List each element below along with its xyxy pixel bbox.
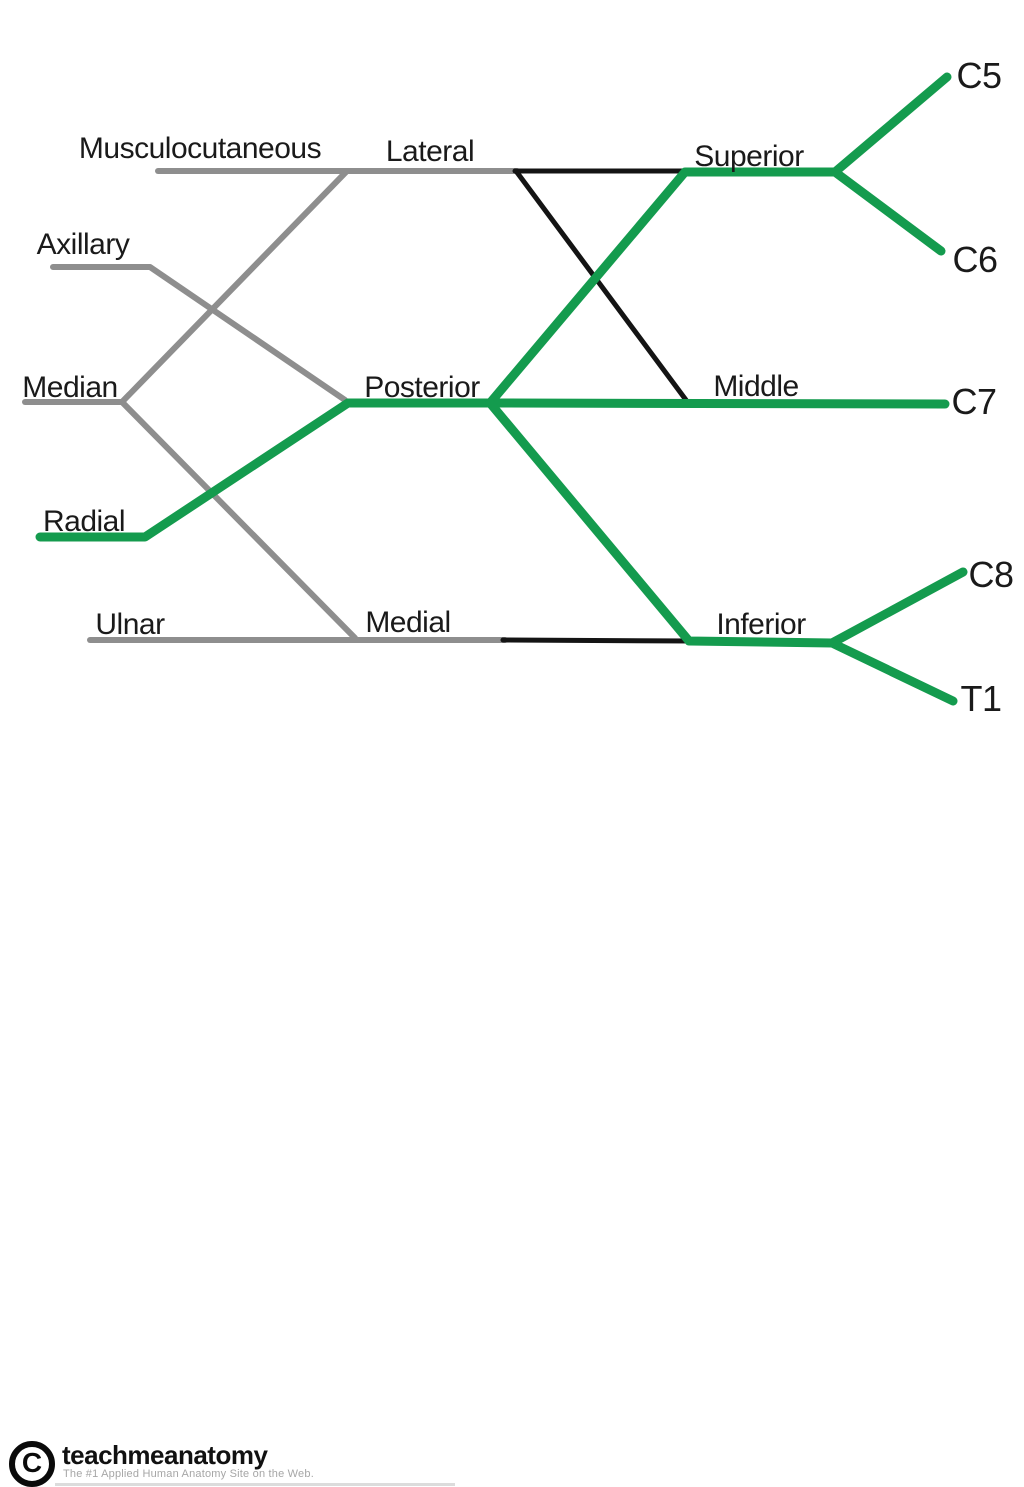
label-radial: Radial: [43, 505, 125, 538]
edge-root-t1: [827, 638, 958, 706]
label-median: Median: [22, 371, 117, 404]
edge-root-c8: [827, 567, 968, 648]
label-superior: Superior: [694, 140, 804, 173]
copyright-icon: C: [9, 1441, 55, 1487]
edge-posterior-division-superior: [485, 167, 840, 408]
cropped-bottom-text-artifact: [55, 1483, 455, 1486]
edge-root-c6: [830, 167, 946, 256]
edge-root-c5: [830, 72, 952, 177]
edge-median-medial-root: [119, 399, 358, 641]
edge-middle-anterior-division: [513, 168, 689, 403]
label-c7: C7: [951, 381, 996, 422]
label-c6: C6: [952, 239, 997, 280]
edge-posterior-division-inferior: [485, 398, 837, 648]
brand-tagline: The #1 Applied Human Anatomy Site on the…: [63, 1468, 314, 1480]
label-medial: Medial: [365, 606, 450, 639]
footer-brand-bar: C teachmeanatomy The #1 Applied Human An…: [0, 718, 1024, 1487]
label-axillary: Axillary: [37, 228, 130, 261]
label-ulnar: Ulnar: [95, 608, 165, 641]
brachial-plexus-diagram: Musculocutaneous LateralAxillaryMedianRad…: [22, 55, 1014, 719]
edge-axillary-nerve: [50, 264, 348, 403]
edge-median-lateral-root: [119, 169, 349, 405]
edge-radial-posterior-cord: [35, 398, 497, 542]
label-c8: C8: [968, 554, 1013, 595]
label-middle: Middle: [713, 370, 798, 403]
edge-inferior-anterior-division: [500, 637, 695, 644]
label-t1: T1: [960, 678, 1001, 719]
label-posterior: Posterior: [364, 371, 480, 404]
label-musculocutaneous: Musculocutaneous: [79, 132, 321, 165]
brand-name: teachmeanatomy: [62, 1440, 268, 1470]
edge-middle-trunk-c7: [485, 398, 950, 409]
copyright-letter: C: [21, 1447, 43, 1478]
label-lateral: Lateral: [386, 135, 474, 168]
label-c5: C5: [956, 55, 1001, 96]
label-inferior: Inferior: [716, 608, 806, 641]
